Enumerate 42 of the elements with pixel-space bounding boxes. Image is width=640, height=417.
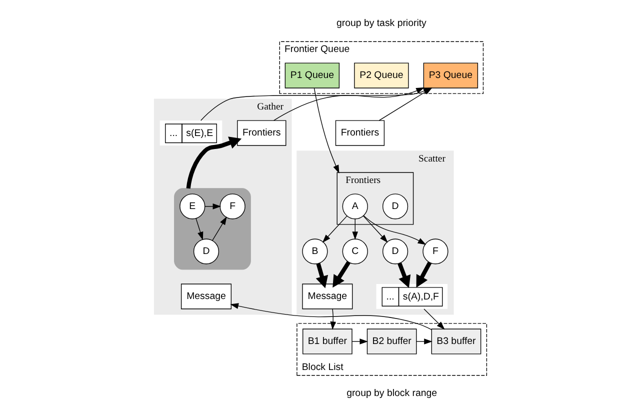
node-circle: E [179,194,205,220]
node-box: Frontiers [236,120,286,146]
node-circle: D [382,194,408,220]
node-box: P3 Queue [422,62,478,88]
arrow [416,338,432,344]
arrow [362,216,388,243]
node-circle: B [302,238,328,264]
label: group by block range [346,388,437,399]
node-box: Message [180,284,232,310]
label: group by task priority [336,18,426,30]
arrow [273,87,424,121]
node-box: B3 buffer [430,328,481,354]
arrow [351,338,368,344]
arrow [362,215,426,245]
arrow [423,308,444,330]
arrow [322,216,347,243]
node-box: Message [302,284,352,310]
node-box: P2 Queue [354,62,408,88]
node-circle: A [342,194,368,220]
node-circle: F [219,194,245,220]
arrow [313,88,339,174]
node-circle: D [382,238,408,264]
arrow [195,218,203,240]
arrow [212,216,226,241]
arrow [315,263,328,288]
node-box: Frontiers [334,120,384,146]
node-box: ... s(A),D,F [376,284,448,309]
arrow [330,308,336,330]
node-circle: D [192,238,219,264]
arrow [204,204,221,210]
arrow [230,303,432,330]
arrow [397,262,410,288]
arrow [352,218,358,240]
arrow [332,261,350,288]
arrow [416,262,432,288]
arrow [186,136,242,189]
node-box: P1 Queue [284,62,340,88]
node-box: B1 buffer [302,328,352,354]
node-box: B2 buffer [366,328,416,354]
node-circle: F [422,238,448,264]
cluster [174,188,250,270]
node-circle: C [342,238,368,264]
